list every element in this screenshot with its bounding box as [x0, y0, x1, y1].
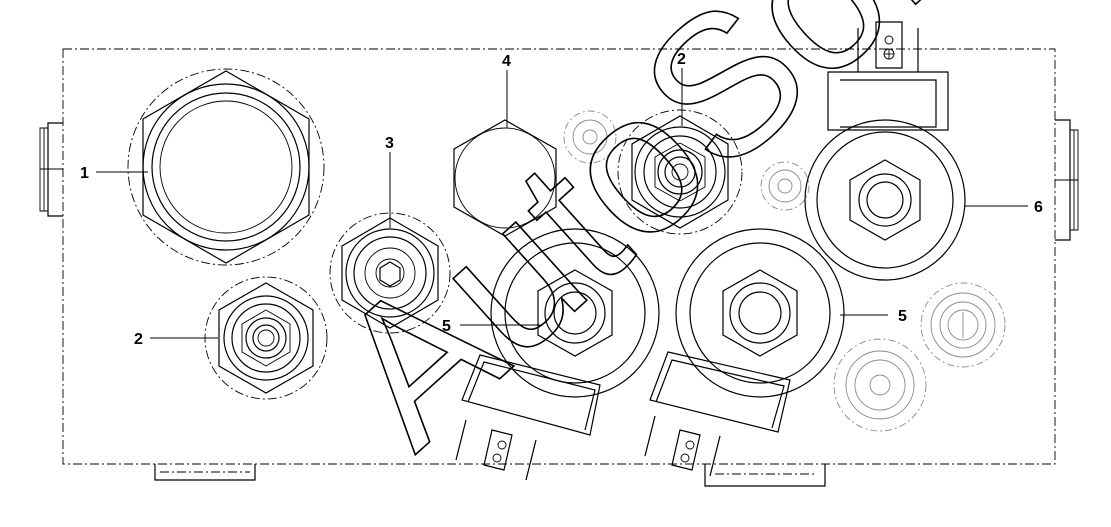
callout-6: 6	[1034, 199, 1043, 216]
callout-3: 3	[385, 135, 394, 152]
callout-labels: 1 2 3 4 2 5 5 6	[80, 51, 1043, 348]
relief-valve-3	[329, 212, 451, 334]
manifold-block-outline	[39, 48, 1079, 487]
callout-4: 4	[502, 53, 511, 70]
callout-1: 1	[80, 165, 89, 182]
small-port-top	[563, 110, 617, 164]
callout-2-top: 2	[677, 51, 686, 68]
callout-2-left: 2	[134, 331, 143, 348]
callout-5-right: 5	[898, 308, 907, 325]
callout-5-left: 5	[442, 318, 451, 335]
leader-lines	[96, 68, 1028, 339]
check-valve-2-top	[617, 109, 743, 235]
test-port-right	[920, 282, 1006, 368]
solenoid-valve-5-left	[455, 228, 660, 481]
solenoid-valve-6	[804, 21, 966, 281]
watermark-text: AutoSoft	[295, 0, 1014, 487]
solenoid-valve-5-right	[644, 228, 845, 477]
hex-plug-4	[453, 119, 557, 237]
small-port-bottom	[833, 338, 927, 432]
plug-large-1	[127, 68, 325, 266]
small-port-mid	[760, 161, 810, 211]
